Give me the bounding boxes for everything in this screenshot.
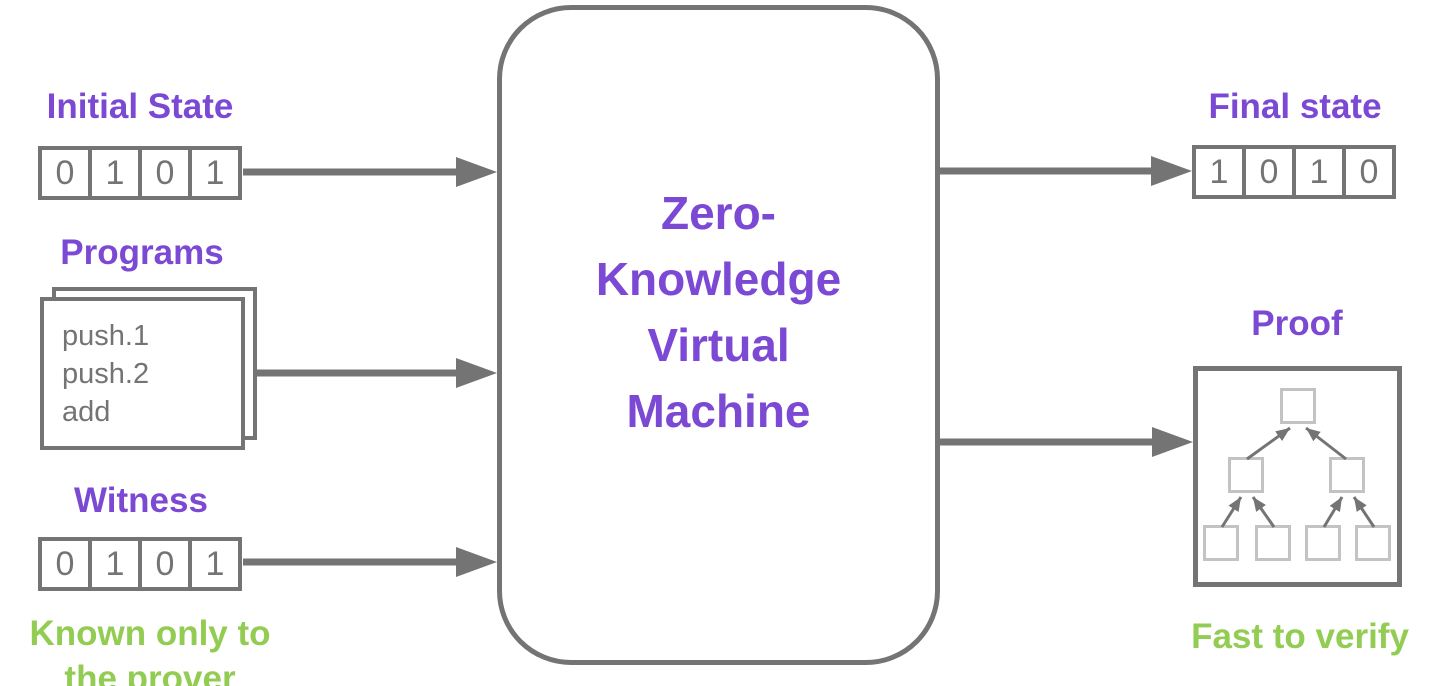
zkvm-title-line: Virtual (647, 319, 790, 371)
initial-state-label: Initial State (46, 87, 234, 126)
program-card-front: push.1 push.2 add (40, 297, 245, 450)
register-cell: 1 (188, 146, 242, 200)
register-cell: 1 (88, 537, 142, 591)
zkvm-title-line: Zero- (661, 187, 776, 239)
code-line: add (62, 396, 111, 428)
zkvm-title-line: Knowledge (595, 253, 842, 305)
register-cell: 1 (188, 537, 242, 591)
witness-note: Known only to the prover (29, 611, 270, 686)
zkvm-box (497, 5, 940, 665)
register-cell: 0 (1342, 145, 1396, 199)
merkle-node-leaf (1355, 525, 1391, 561)
arrow-vm-to-proof-icon (938, 427, 1193, 457)
zkvm-title-line: Machine (626, 385, 811, 437)
code-line: push.2 (62, 358, 150, 390)
witness-note-line: the prover (64, 659, 236, 686)
initial-state-register: 0 1 0 1 (38, 146, 242, 200)
register-cell: 0 (1242, 145, 1296, 199)
register-cell: 1 (1192, 145, 1246, 199)
final-state-label: Final state (1208, 87, 1382, 126)
witness-register: 0 1 0 1 (38, 537, 242, 591)
merkle-node-leaf (1305, 525, 1341, 561)
proof-label: Proof (1251, 304, 1343, 343)
merkle-node-root (1280, 388, 1316, 424)
arrow-vm-to-final-state-icon (938, 156, 1192, 186)
witness-note-line: Known only to (29, 614, 271, 653)
final-state-register: 1 0 1 0 (1192, 145, 1396, 199)
register-cell: 0 (38, 146, 92, 200)
arrow-witness-to-vm-icon (243, 547, 497, 577)
merkle-node-mid-left (1228, 457, 1264, 493)
program-code: push.1 push.2 add (44, 301, 241, 431)
register-cell: 1 (88, 146, 142, 200)
zkvm-title: Zero- Knowledge Virtual Machine (497, 180, 940, 444)
proof-note: Fast to verify (1191, 617, 1409, 656)
merkle-node-leaf (1203, 525, 1239, 561)
merkle-node-leaf (1255, 525, 1291, 561)
programs-label: Programs (60, 233, 224, 272)
arrow-programs-to-vm-icon (253, 358, 497, 388)
register-cell: 0 (38, 537, 92, 591)
register-cell: 1 (1292, 145, 1346, 199)
register-cell: 0 (138, 146, 192, 200)
arrow-initial-state-to-vm-icon (243, 157, 497, 187)
code-line: push.1 (62, 320, 150, 352)
witness-label: Witness (74, 481, 208, 520)
register-cell: 0 (138, 537, 192, 591)
merkle-node-mid-right (1329, 457, 1365, 493)
